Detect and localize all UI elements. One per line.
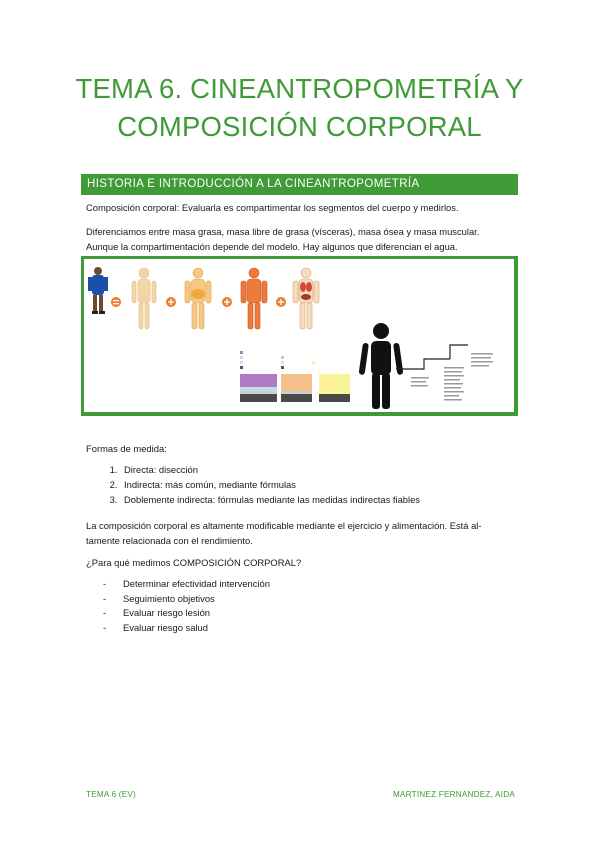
paragraph-line: La composición corporal es altamente mod… — [86, 520, 482, 531]
paragraph-line: Diferenciamos entre masa grasa, masa lib… — [86, 226, 480, 237]
footer-right: MARTINEZ FERNANDEZ, AIDA — [392, 790, 515, 799]
equals-operator — [111, 297, 121, 307]
fat-tissue-figure — [184, 267, 212, 330]
section-heading: HISTORIA E INTRODUCCIÓN A LA CINEANTROPO… — [81, 174, 518, 195]
list-item-label: Determinar efectividad intervención — [123, 578, 270, 589]
body-composition-illustration — [88, 267, 493, 409]
two-compartment-bar — [319, 374, 350, 402]
paragraph-line: Aunque la compartimentación depende del … — [86, 240, 458, 252]
list-item: Directa: disección — [120, 462, 420, 477]
methods-tree — [396, 344, 468, 370]
methods-list: Directa: disección Indirecta: más común,… — [86, 462, 420, 507]
list-item: -Evaluar riesgo lesión — [103, 607, 211, 619]
compartment-legend — [240, 351, 315, 369]
formas-label: Formas de medida: — [86, 443, 167, 454]
title-line-2: COMPOSICIÓN CORPORAL — [117, 111, 482, 142]
paragraph-line: tamente relacionada con el rendimiento. — [86, 534, 253, 546]
list-item: -Evaluar riesgo salud — [103, 621, 208, 633]
methods-text-lines — [411, 353, 493, 401]
plus-operator-3 — [276, 297, 286, 307]
footer-left: TEMA 6 (EV) — [86, 790, 136, 799]
skeleton-figure — [131, 267, 157, 330]
athlete-figure — [88, 267, 108, 314]
list-item-label: Evaluar riesgo salud — [123, 621, 208, 633]
list-item: -Seguimiento objetivos — [103, 592, 215, 604]
question-text: ¿Para qué medimos COMPOSICIÓN CORPORAL? — [86, 557, 302, 568]
organs-figure — [292, 267, 320, 330]
title-line-1: TEMA 6. CINEANTROPOMETRÍA Y — [75, 73, 524, 104]
muscle-figure — [240, 267, 268, 330]
list-item-label: Evaluar riesgo lesión — [123, 607, 211, 619]
paragraph-diferenciamos: Diferenciamos entre masa grasa, masa lib… — [86, 225, 518, 254]
list-item: -Determinar efectividad intervención — [103, 578, 270, 589]
plus-operator-2 — [222, 297, 232, 307]
plus-operator-1 — [166, 297, 176, 307]
list-item: Doblemente indirecta: fórmulas mediante … — [120, 492, 420, 507]
list-item: Indirecta: más común, mediante fórmulas — [120, 477, 420, 492]
purposes-list: -Determinar efectividad intervención -Se… — [86, 577, 270, 635]
paragraph-modificable: La composición corporal es altamente mod… — [86, 519, 518, 548]
three-compartment-bar — [281, 374, 312, 402]
paragraph-composicion: Composición corporal: Evaluarla es compa… — [86, 202, 459, 213]
human-silhouette — [358, 323, 404, 409]
four-compartment-bar — [240, 374, 277, 402]
document-title: TEMA 6. CINEANTROPOMETRÍA Y COMPOSICIÓN … — [40, 70, 559, 146]
body-composition-figure — [81, 256, 518, 416]
list-item-label: Seguimiento objetivos — [123, 592, 215, 604]
